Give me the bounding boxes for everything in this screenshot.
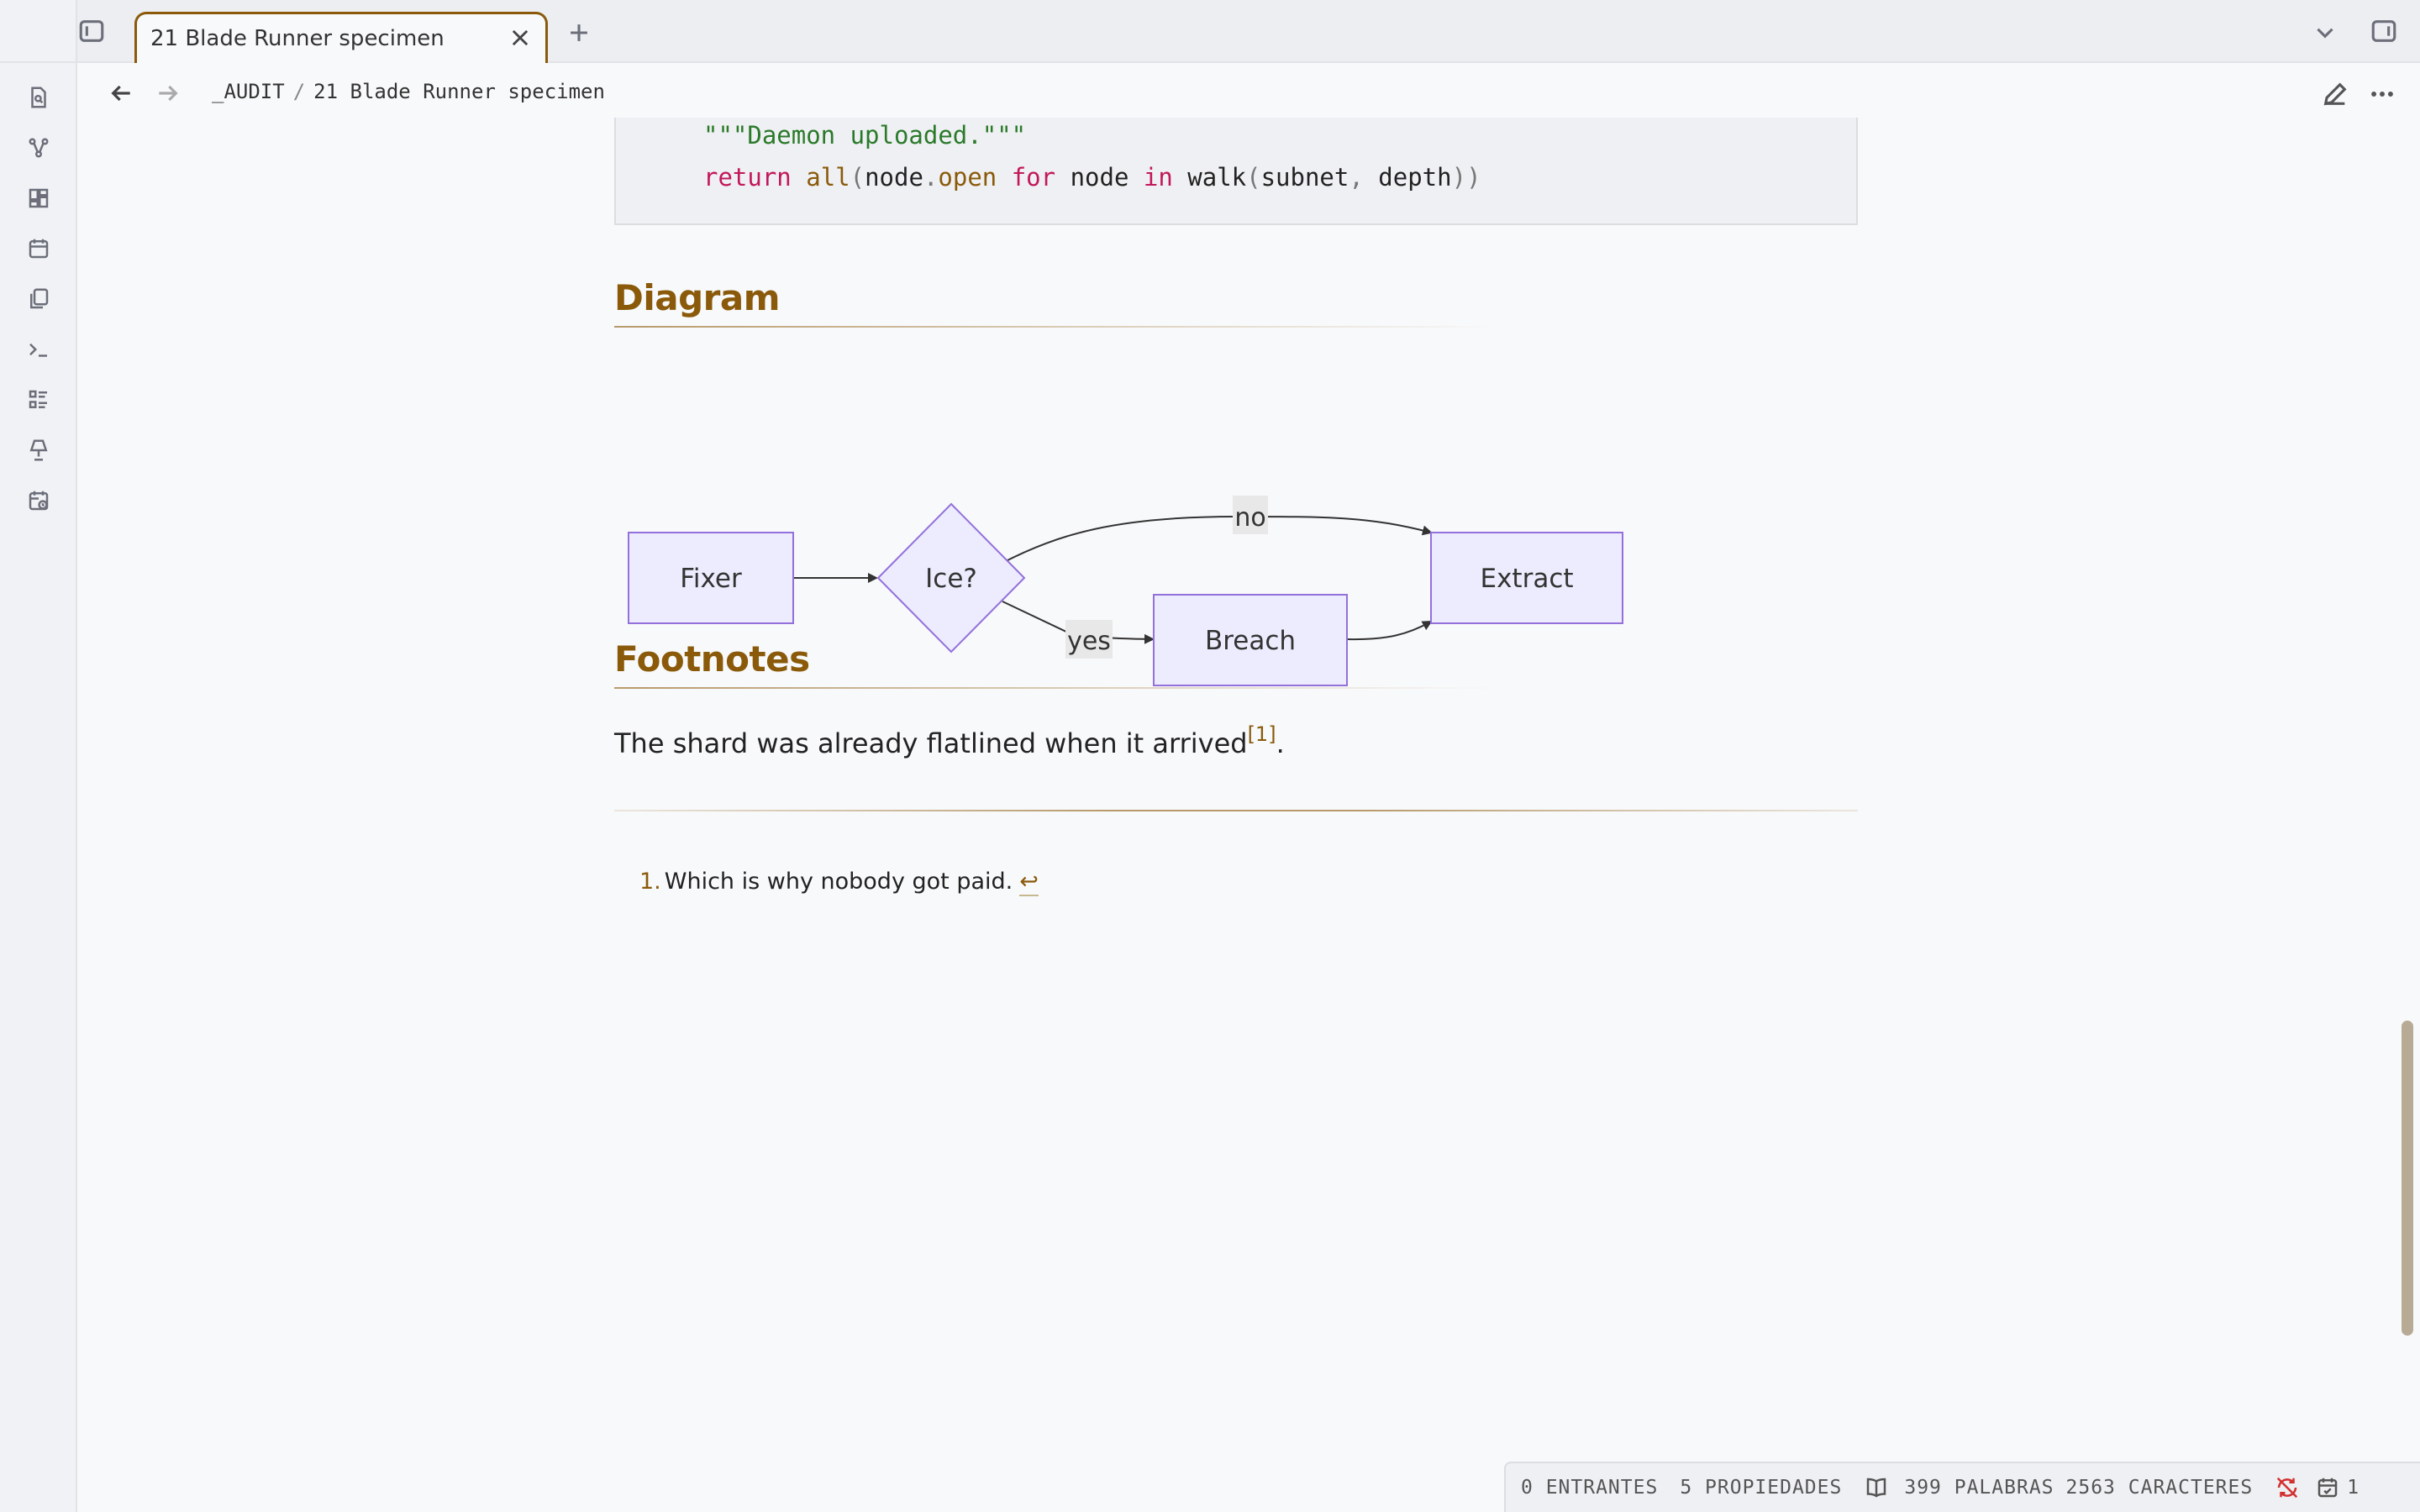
terminal-icon[interactable] — [22, 333, 55, 366]
file-search-icon[interactable] — [22, 81, 55, 114]
edge-label-no: no — [1234, 503, 1265, 533]
edge-ice-extract — [1002, 515, 1433, 564]
code-dot: . — [923, 163, 939, 192]
heading-footnotes: Footnotes — [614, 638, 810, 680]
status-chars: 2563 CARACTERES — [2065, 1477, 2254, 1499]
status-words: 399 PALABRAS — [1904, 1477, 2054, 1499]
lamp-icon[interactable] — [22, 433, 55, 467]
code-var-node-2: node — [1070, 163, 1129, 192]
breadcrumb-note[interactable]: 21 Blade Runner specimen — [313, 80, 605, 103]
graph-view-icon[interactable] — [22, 131, 55, 165]
footnote-item: 1.Which is why nobody got paid.↩ — [639, 869, 1039, 896]
chevron-down-icon[interactable] — [2311, 18, 2339, 47]
tab-active[interactable]: 21 Blade Runner specimen — [134, 12, 548, 63]
footnote-paragraph: The shard was already flatlined when it … — [614, 722, 1285, 759]
view-header: _AUDIT / 21 Blade Runner specimen — [77, 63, 2420, 126]
left-sidebar-toggle-icon[interactable] — [77, 17, 108, 47]
edge-label-no-bg — [1233, 496, 1268, 534]
new-tab-icon[interactable] — [565, 18, 593, 47]
code-close-parens: )) — [1451, 163, 1481, 192]
reading-book-icon[interactable] — [1864, 1475, 1889, 1500]
heading-diagram: Diagram — [614, 277, 780, 318]
paragraph-period: . — [1276, 727, 1285, 759]
node-ice — [876, 502, 1026, 654]
flowchart-diagram: no yes Fixer Ice? Breach Extract — [628, 496, 1623, 686]
status-bar: 0 ENTRANTES 5 PROPIEDADES 399 PALABRAS 2… — [1504, 1462, 2420, 1512]
edge-breach-extract — [1347, 621, 1433, 641]
tab-title: 21 Blade Runner specimen — [150, 26, 445, 51]
node-extract-label: Extract — [1480, 564, 1573, 594]
footnotes-divider — [614, 810, 1858, 811]
code-paren: ( — [850, 163, 865, 192]
edge-label-yes-bg — [1065, 620, 1113, 659]
node-breach-label: Breach — [1205, 626, 1296, 656]
code-var-node: node — [865, 163, 923, 192]
code-fn-walk: walk — [1187, 163, 1247, 192]
breadcrumb-separator: / — [292, 80, 306, 103]
code-comma: , — [1349, 163, 1364, 192]
status-tasks-count: 1 — [2347, 1477, 2360, 1499]
code-block: """Daemon uploaded.""" return all(node.o… — [614, 118, 1858, 225]
footnote-ref-link[interactable]: [1] — [1247, 722, 1276, 746]
copy-icon[interactable] — [22, 282, 55, 316]
edge-label-yes: yes — [1067, 627, 1111, 656]
tasks-calendar-icon[interactable] — [2315, 1475, 2340, 1500]
code-line-return: return all(node.open for node in walk(su… — [703, 163, 1481, 192]
code-keyword-return: return — [703, 163, 792, 192]
ribbon-header — [0, 0, 76, 63]
code-attr-open: open — [938, 163, 997, 192]
list-icon[interactable] — [22, 383, 55, 417]
heading-footnotes-rule — [614, 687, 1497, 689]
footnote-item-number: 1. — [639, 869, 661, 895]
pencil-icon[interactable] — [2321, 80, 2351, 110]
footnote-item-text: Which is why nobody got paid. — [664, 869, 1013, 895]
calendar-icon[interactable] — [22, 232, 55, 265]
code-paren-2: ( — [1246, 163, 1261, 192]
paragraph-text: The shard was already flatlined when it … — [614, 727, 1248, 759]
status-backlinks[interactable]: 0 ENTRANTES — [1521, 1477, 1659, 1499]
footnote-backref-link[interactable]: ↩ — [1019, 869, 1039, 896]
status-properties[interactable]: 5 PROPIEDADES — [1680, 1477, 1843, 1499]
code-fn-all: all — [806, 163, 850, 192]
code-keyword-in: in — [1143, 163, 1173, 192]
heading-diagram-rule — [614, 326, 1497, 328]
code-var-depth: depth — [1378, 163, 1452, 192]
node-breach — [1153, 594, 1348, 686]
node-fixer-label: Fixer — [680, 564, 742, 594]
breadcrumb: _AUDIT / 21 Blade Runner specimen — [212, 80, 605, 103]
calendar-clock-icon[interactable] — [22, 484, 55, 517]
more-options-icon[interactable] — [2368, 80, 2398, 110]
sync-error-icon[interactable] — [2275, 1475, 2300, 1500]
node-extract — [1430, 532, 1623, 624]
code-var-subnet: subnet — [1260, 163, 1349, 192]
node-fixer — [628, 532, 794, 624]
scrollbar-thumb[interactable] — [2402, 1021, 2413, 1336]
right-sidebar-toggle-icon[interactable] — [2370, 17, 2400, 47]
node-ice-label: Ice? — [925, 564, 977, 594]
breadcrumb-folder[interactable]: _AUDIT — [212, 80, 285, 103]
arrow-right-icon[interactable] — [155, 80, 183, 108]
dashboard-icon[interactable] — [22, 181, 55, 215]
close-tab-icon[interactable] — [508, 26, 532, 50]
code-line-docstring: """Daemon uploaded.""" — [703, 121, 1027, 150]
left-ribbon — [0, 0, 77, 1512]
code-keyword-for: for — [1011, 163, 1056, 192]
arrow-left-icon[interactable] — [108, 80, 136, 108]
